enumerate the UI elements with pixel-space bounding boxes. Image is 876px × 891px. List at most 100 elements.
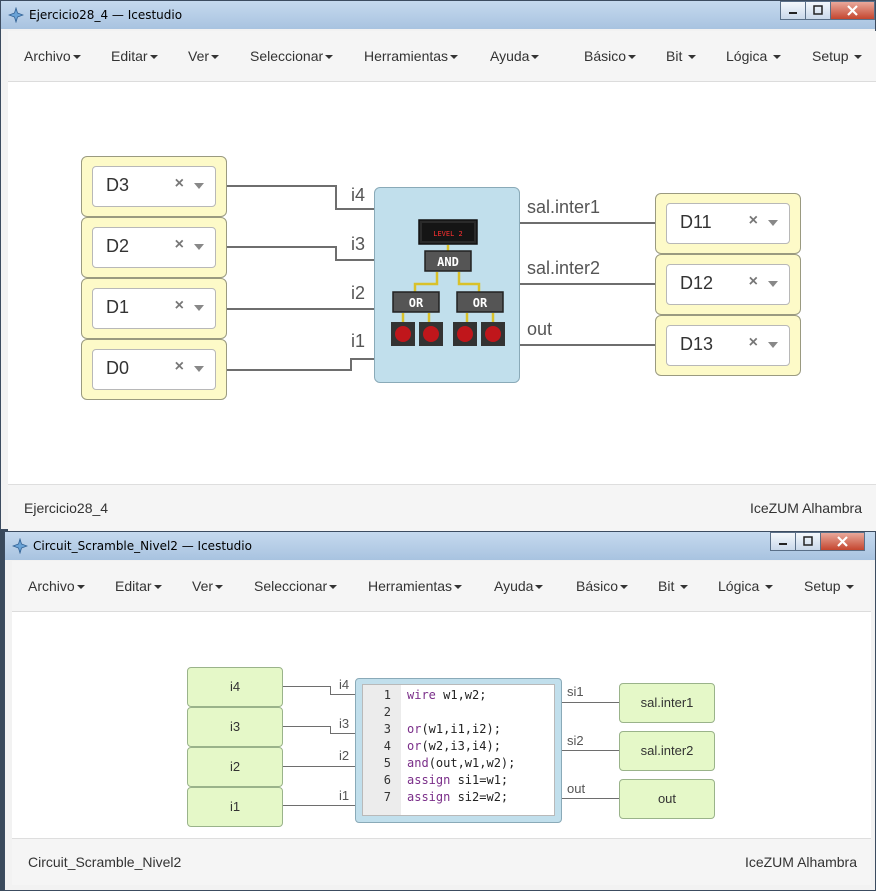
code-port-label: out [567,781,586,796]
input-port-i2[interactable]: i2 [187,747,283,787]
menu-seleccionar[interactable]: Seleccionar [254,578,338,594]
output-pin-d12[interactable]: D12 × [655,254,801,315]
chevron-down-icon[interactable] [194,244,204,250]
pin-value: D12 [680,273,714,293]
design-canvas[interactable]: i4 i3 i2 i1 sal.inter1 sal.inter2 out D3… [8,82,876,484]
input-pin-d2[interactable]: D2 × [81,217,227,278]
input-pin-d1[interactable]: D1 × [81,278,227,339]
code-editor[interactable]: 1 2 3 4 5 6 7 wire w1,w2; or(w1,i1,i2); … [362,684,555,816]
pin-select[interactable]: D12 × [666,264,790,305]
wire-i1 [282,805,355,806]
chevron-down-icon[interactable] [194,183,204,189]
menu-archivo[interactable]: Archivo [28,578,85,594]
clear-icon[interactable]: × [748,273,758,290]
wire-i3 [330,726,331,734]
wire-i1 [350,358,352,371]
pin-value: D1 [106,297,130,317]
pin-select[interactable]: D2 × [92,227,216,268]
menu-basico[interactable]: Básico [576,578,629,594]
pin-select[interactable]: D1 × [92,288,216,329]
chevron-down-icon[interactable] [194,366,204,372]
output-port-sal-inter2[interactable]: sal.inter2 [619,731,715,771]
close-button[interactable] [830,1,875,20]
menu-setup[interactable]: Setup [804,578,855,594]
port-label-i2: i2 [351,283,366,303]
pin-select[interactable]: D0 × [92,349,216,390]
board-name[interactable]: IceZUM Alhambra [744,854,857,870]
close-icon [847,5,858,16]
pin-value: D13 [680,334,714,354]
input-pin-d3[interactable]: D3 × [81,156,227,217]
line-number: 2 [383,705,391,719]
menu-ayuda[interactable]: Ayuda [490,48,540,64]
clear-icon[interactable]: × [748,334,758,351]
minimize-button[interactable] [780,1,806,20]
title-bar[interactable]: Ejercicio28_4 — Icestudio [1,1,875,29]
menu-bar: Archivo Editar Ver Seleccionar Herramien… [8,31,876,82]
maximize-button[interactable] [805,1,831,20]
output-pin-d13[interactable]: D13 × [655,315,801,376]
input-pin-d0[interactable]: D0 × [81,339,227,400]
or-gate-label: OR [473,296,488,310]
output-port-sal-inter1[interactable]: sal.inter1 [619,683,715,723]
verilog-code-block[interactable]: 1 2 3 4 5 6 7 wire w1,w2; or(w1,i1,i2); … [355,678,562,823]
menu-editar[interactable]: Editar [111,48,158,64]
status-bar: Ejercicio28_4 IceZUM Alhambra [8,484,876,531]
window-title: Ejercicio28_4 — Icestudio [29,8,183,22]
pin-select[interactable]: D3 × [92,166,216,207]
wire-out [561,798,619,799]
wire-i2 [227,308,375,310]
chevron-down-icon[interactable] [768,342,778,348]
line-number: 7 [383,790,391,804]
menu-archivo[interactable]: Archivo [24,48,81,64]
menu-setup[interactable]: Setup [812,48,863,64]
wire-si1 [561,702,619,703]
menu-ver[interactable]: Ver [188,48,220,64]
title-bar[interactable]: Circuit_Scramble_Nivel2 — Icestudio [5,532,875,560]
window-circuit-scramble: Circuit_Scramble_Nivel2 — Icestudio Arch… [4,531,876,891]
clear-icon[interactable]: × [174,175,184,192]
pin-value: D0 [106,358,130,378]
menu-herramientas[interactable]: Herramientas [364,48,459,64]
output-pin-d11[interactable]: D11 × [655,193,801,254]
menu-logica[interactable]: Lógica [718,578,774,594]
menu-seleccionar[interactable]: Seleccionar [250,48,334,64]
circuit-scramble-block[interactable]: LEVEL 2 AND OR OR [374,187,520,383]
pin-select[interactable]: D11 × [666,203,790,244]
input-port-i3[interactable]: i3 [187,707,283,747]
chevron-down-icon[interactable] [768,220,778,226]
pin-select[interactable]: D13 × [666,325,790,366]
code-line: and(out,w1,w2); [407,756,516,770]
menu-bar: Archivo Editar Ver Seleccionar Herramien… [12,561,871,612]
maximize-button[interactable] [795,532,821,551]
port-label-i3: i3 [351,234,366,254]
or-gate-label: OR [409,296,424,310]
menu-logica[interactable]: Lógica [726,48,782,64]
menu-bit[interactable]: Bit [658,578,689,594]
window-title: Circuit_Scramble_Nivel2 — Icestudio [33,539,252,553]
menu-herramientas[interactable]: Herramientas [368,578,463,594]
menu-bit[interactable]: Bit [666,48,697,64]
chevron-down-icon[interactable] [768,281,778,287]
input-port-i4[interactable]: i4 [187,667,283,707]
close-button[interactable] [820,532,865,551]
clear-icon[interactable]: × [174,358,184,375]
clear-icon[interactable]: × [174,236,184,253]
input-port-i1[interactable]: i1 [187,787,283,827]
line-number: 5 [383,756,391,770]
chevron-down-icon[interactable] [194,305,204,311]
minimize-icon [779,543,787,545]
board-name[interactable]: IceZUM Alhambra [749,500,862,516]
clear-icon[interactable]: × [748,212,758,229]
menu-ayuda[interactable]: Ayuda [494,578,544,594]
clear-icon[interactable]: × [174,297,184,314]
menu-ver[interactable]: Ver [192,578,224,594]
icestudio-logo-icon [12,538,28,554]
logic-tree-icon: LEVEL 2 AND OR OR [391,219,505,346]
menu-editar[interactable]: Editar [115,578,162,594]
design-canvas[interactable]: i4 i3 i2 i1 sal.inter1 sal.inter2 out i4… [12,612,871,838]
menu-basico[interactable]: Básico [584,48,637,64]
output-port-out[interactable]: out [619,779,715,819]
pin-value: D3 [106,175,130,195]
minimize-button[interactable] [770,532,796,551]
